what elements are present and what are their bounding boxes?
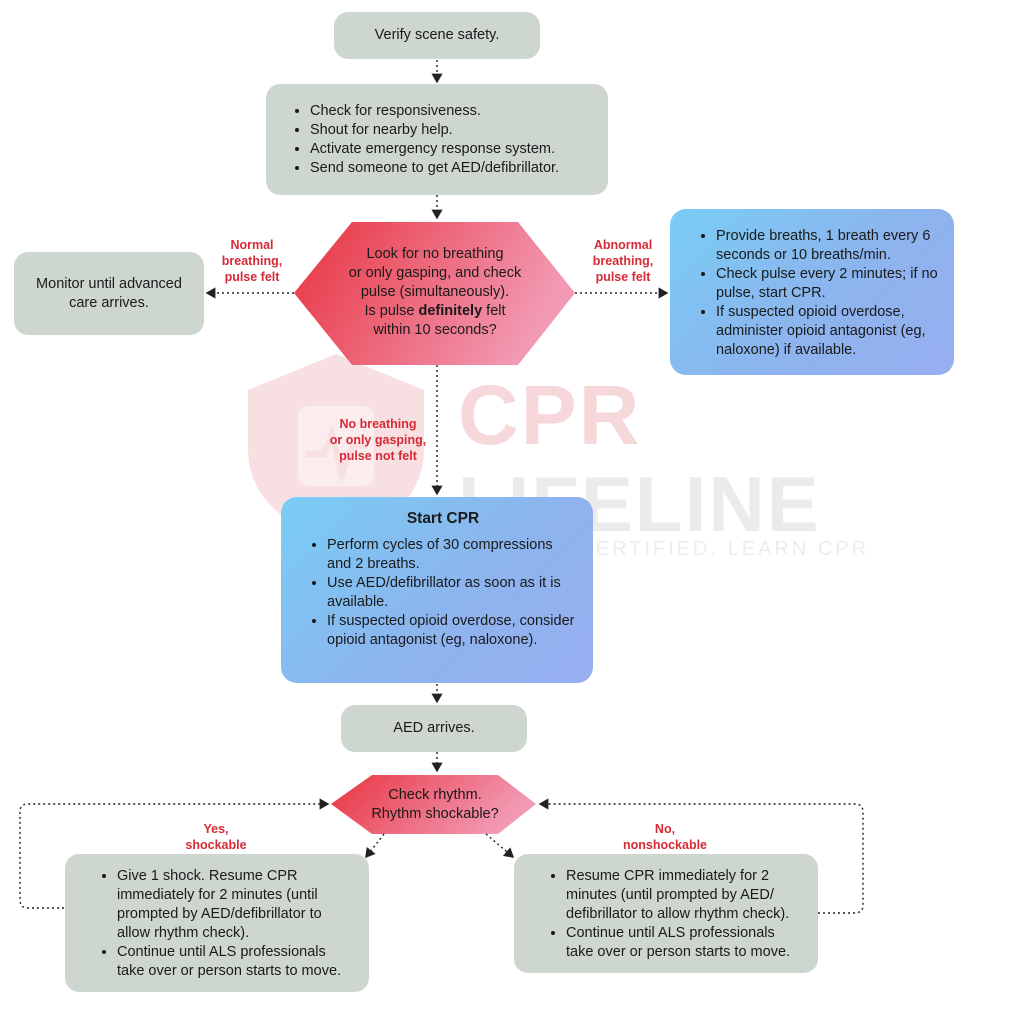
list-item: If suspected opioid overdose, consider o… — [327, 612, 575, 650]
rescue-breathing-list: Provide breaths, 1 breath every 6 second… — [700, 227, 940, 360]
start-cpr-title: Start CPR — [406, 510, 480, 527]
list-item: Give 1 shock. Resume CPR immediately for… — [117, 867, 355, 943]
check-rhythm-text: Check rhythm. Rhythm shockable? — [371, 787, 499, 822]
initial-actions-box: Check for responsiveness. Shout for near… — [266, 84, 608, 195]
assess-diamond-shape — [294, 222, 575, 365]
aed-arrives-box: AED arrives. — [341, 705, 527, 752]
list-item: Check for responsiveness. — [310, 102, 594, 121]
list-item: Activate emergency response system. — [310, 140, 594, 159]
watermark-tagline: GET CERTIFIED. LEARN CPR — [520, 538, 870, 560]
rhythm-diamond-shape — [331, 775, 536, 834]
list-item: Continue until ALS professionals take ov… — [117, 943, 355, 981]
list-item: Resume CPR immediately for 2 minutes (un… — [566, 867, 804, 924]
label-yes-shockable: Yes,shockable — [185, 822, 247, 852]
label-no-nonshockable: No,nonshockable — [622, 822, 708, 852]
watermark-shield-icon — [248, 354, 424, 542]
list-item: Provide breaths, 1 breath every 6 second… — [716, 227, 940, 265]
list-item: Perform cycles of 30 compressions and 2 … — [327, 536, 575, 574]
monitor-text: Monitor until advanced care arrives. — [36, 275, 182, 311]
verify-scene-text: Verify scene safety. — [374, 27, 500, 43]
nonshockable-list: Resume CPR immediately for 2 minutes (un… — [550, 867, 804, 962]
list-item: Continue until ALS professionals take ov… — [566, 924, 804, 962]
rescue-breathing-box: Provide breaths, 1 breath every 6 second… — [670, 209, 954, 375]
list-item: Use AED/defibrillator as soon as it is a… — [327, 574, 575, 612]
assess-decision-text: Look for no breathing or only gasping, a… — [348, 246, 522, 338]
nonshockable-box: Resume CPR immediately for 2 minutes (un… — [514, 854, 818, 973]
shockable-list: Give 1 shock. Resume CPR immediately for… — [101, 867, 355, 981]
list-item: Shout for nearby help. — [310, 121, 594, 140]
verify-scene-box: Verify scene safety. — [334, 12, 540, 59]
watermark-cpr: CPR — [458, 368, 642, 462]
monitor-box: Monitor until advanced care arrives. — [14, 252, 204, 335]
list-item: Send someone to get AED/defibrillator. — [310, 159, 594, 178]
list-item: If suspected opioid overdose, administer… — [716, 303, 940, 360]
list-item: Check pulse every 2 minutes; if no pulse… — [716, 265, 940, 303]
aed-arrives-text: AED arrives. — [393, 720, 475, 736]
start-cpr-box: Start CPR Perform cycles of 30 compressi… — [281, 497, 593, 683]
start-cpr-list: Perform cycles of 30 compressions and 2 … — [311, 536, 575, 650]
initial-actions-list: Check for responsiveness. Shout for near… — [294, 102, 594, 178]
shockable-box: Give 1 shock. Resume CPR immediately for… — [65, 854, 369, 992]
